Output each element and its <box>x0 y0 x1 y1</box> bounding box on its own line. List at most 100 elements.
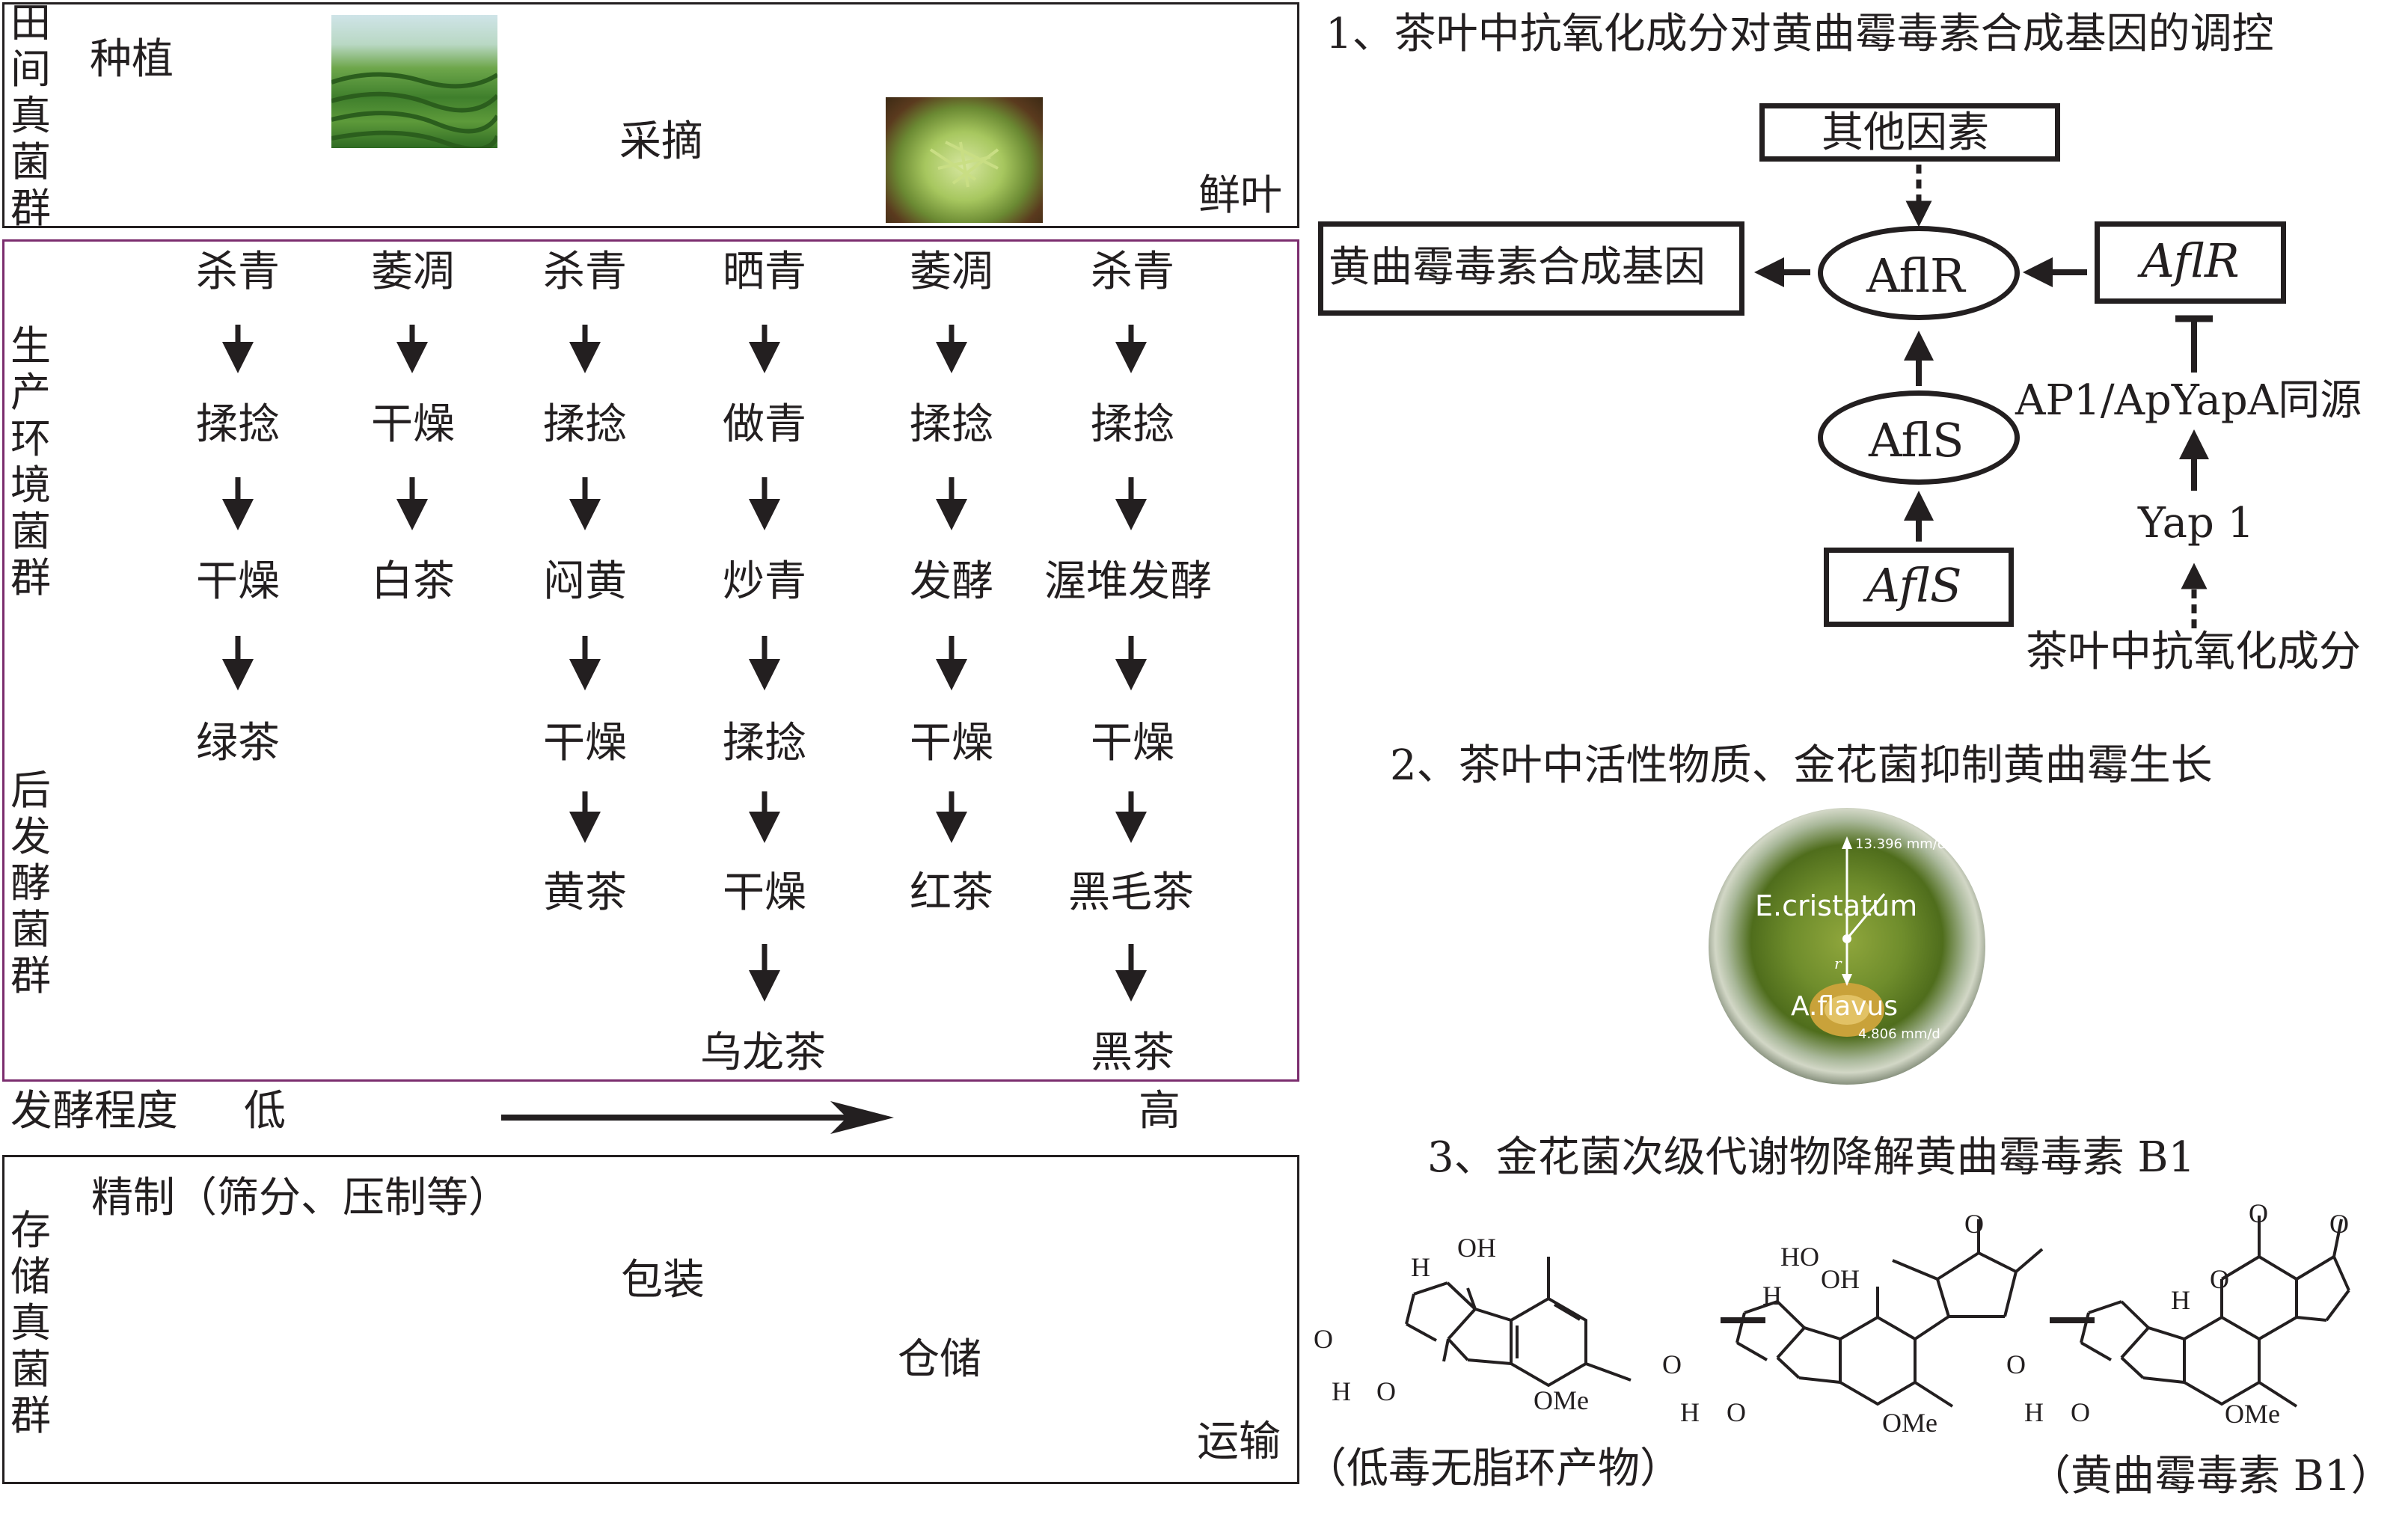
fresh-leaf-photo <box>886 97 1043 223</box>
white-step-1: 萎凋 <box>371 248 455 296</box>
atom-h-3: H <box>1762 1281 1782 1311</box>
dark-step-1: 杀青 <box>1091 248 1174 296</box>
oolong-step-5: 干燥 <box>723 868 806 917</box>
e-cristatum-label: E.cristatum <box>1755 889 1918 922</box>
planting-label: 种植 <box>90 35 174 84</box>
other-factors-box <box>1759 103 2060 162</box>
afls-protein-ellipse <box>1818 390 2020 485</box>
atom-ho-1: HO <box>1780 1242 1819 1272</box>
oolong-step-2: 做青 <box>723 400 806 449</box>
picking-label: 采摘 <box>619 117 703 166</box>
regulation-arrows <box>1754 165 2213 628</box>
atom-o-4: O <box>1662 1349 1682 1379</box>
production-panel <box>2 239 1299 1082</box>
red-step-1: 萎凋 <box>910 248 993 296</box>
a-flavus-rate: 4.806 mm/d <box>1858 1026 1940 1042</box>
field-fungi-label: 田间真菌群 <box>10 0 51 232</box>
radius-label: r <box>1834 954 1842 972</box>
other-factors-label: 其他因素 <box>1822 108 1989 157</box>
atom-o-2: O <box>1376 1376 1396 1406</box>
storage-fungi-label: 存储真菌群 <box>10 1207 51 1439</box>
section1-title: 1、茶叶中抗氧化成分对黄曲霉毒素合成基因的调控 <box>1326 10 2274 58</box>
yellow-tea-product: 黄茶 <box>543 868 627 917</box>
afls-protein-label: AflS <box>1869 413 1964 468</box>
atom-ome-3: OMe <box>2225 1399 2280 1429</box>
atom-o-3: O <box>1964 1209 1984 1239</box>
a-flavus-label: A.flavus <box>1791 991 1899 1022</box>
production-flow-arrows <box>222 325 1147 1002</box>
atom-o-5: O <box>1727 1397 1746 1427</box>
atom-o-6: O <box>2249 1198 2268 1228</box>
product-caption: （低毒无脂环产物） <box>1305 1444 1682 1493</box>
atom-o-7: O <box>2329 1209 2349 1239</box>
antioxidants-label: 茶叶中抗氧化成分 <box>2026 628 2361 676</box>
field-fungi-panel <box>2 2 1299 228</box>
warehousing-label: 仓储 <box>898 1335 981 1384</box>
dark-step-2: 揉捻 <box>1091 400 1174 449</box>
section3-title: 3、金花菌次级代谢物降解黄曲霉毒素 B1 <box>1427 1133 2196 1182</box>
oolong-tea-product: 乌龙茶 <box>700 1029 826 1077</box>
green-step-1: 杀青 <box>196 248 280 296</box>
tea-plantation-photo <box>331 15 500 152</box>
atom-h-5: H <box>2171 1285 2190 1315</box>
yellow-step-4: 干燥 <box>543 719 627 767</box>
afls-gene-box <box>1824 548 2014 627</box>
yap1-label: Yap 1 <box>2138 499 2255 548</box>
dark-tea-product: 黑茶 <box>1091 1029 1174 1077</box>
aflr-gene-label: AflR <box>2141 233 2240 288</box>
transport-label: 运输 <box>1197 1418 1281 1466</box>
atom-oh-1: OH <box>1457 1233 1496 1263</box>
red-step-2: 揉捻 <box>910 400 993 449</box>
green-step-2: 揉捻 <box>196 400 280 449</box>
synthesis-genes-label: 黄曲霉毒素合成基因 <box>1329 243 1706 292</box>
atom-h-1: H <box>1411 1252 1430 1282</box>
red-step-4: 干燥 <box>910 719 993 767</box>
packaging-label: 包装 <box>621 1256 705 1305</box>
oolong-step-4: 揉捻 <box>723 719 806 767</box>
green-tea-product: 绿茶 <box>196 719 280 767</box>
aflr-protein-ellipse <box>1818 226 2020 320</box>
oolong-step-1: 晒青 <box>723 248 806 296</box>
fermentation-degree-label: 发酵程度 <box>10 1087 178 1136</box>
synthesis-genes-box <box>1318 221 1744 316</box>
ap1-homolog-label: AP1/ApYapA同源 <box>2015 376 2362 425</box>
white-tea-product: 白茶 <box>371 557 455 606</box>
oolong-step-3: 炒青 <box>723 557 806 606</box>
atom-h-6: H <box>2024 1397 2044 1427</box>
white-step-2: 干燥 <box>371 400 455 449</box>
fermentation-low-label: 低 <box>244 1087 286 1136</box>
atom-o-1: O <box>1314 1324 1333 1354</box>
toxin-caption: （黄曲霉毒素 B1） <box>2029 1452 2393 1501</box>
aflr-gene-box <box>2095 221 2286 304</box>
fermentation-high-label: 高 <box>1139 1087 1180 1136</box>
atom-o-9: O <box>2006 1349 2026 1379</box>
storage-panel <box>2 1155 1299 1484</box>
petri-dish: E.cristatum 13.396 mm/d r A.flavus 4.806… <box>1709 808 1985 1085</box>
atom-ome-2: OMe <box>1882 1408 1937 1438</box>
atom-oh-2: OH <box>1821 1264 1860 1294</box>
e-cristatum-rate: 13.396 mm/d <box>1855 836 1946 852</box>
section2-title: 2、茶叶中活性物质、金花菌抑制黄曲霉生长 <box>1390 741 2213 790</box>
fermentation-arrow <box>501 1101 894 1134</box>
afls-gene-label: AflS <box>1866 558 1962 613</box>
refining-label: 精制（筛分、压制等） <box>91 1174 510 1222</box>
green-step-3: 干燥 <box>196 557 280 606</box>
yellow-step-1: 杀青 <box>543 248 627 296</box>
production-environment-label: 生产环境菌群 <box>10 322 51 601</box>
fresh-leaf-label: 鲜叶 <box>1198 171 1282 220</box>
aflr-protein-label: AflR <box>1866 248 1965 303</box>
dark-step-4: 干燥 <box>1091 719 1174 767</box>
atom-o-8: O <box>2210 1264 2229 1294</box>
dark-step-3: 渥堆发酵 <box>1044 557 1212 606</box>
yellow-step-2: 揉捻 <box>543 400 627 449</box>
post-fermentation-label: 后发酵菌群 <box>10 767 51 999</box>
atom-o-10: O <box>2071 1397 2090 1427</box>
red-step-3: 发酵 <box>910 557 993 606</box>
atom-ome-1: OMe <box>1534 1385 1589 1415</box>
dark-step-5: 黑毛茶 <box>1068 868 1194 917</box>
degradation-scheme <box>1405 1216 2350 1408</box>
yellow-step-3: 闷黄 <box>543 557 627 606</box>
atom-h-2: H <box>1332 1376 1351 1406</box>
red-tea-product: 红茶 <box>910 868 993 917</box>
atom-h-4: H <box>1680 1397 1700 1427</box>
